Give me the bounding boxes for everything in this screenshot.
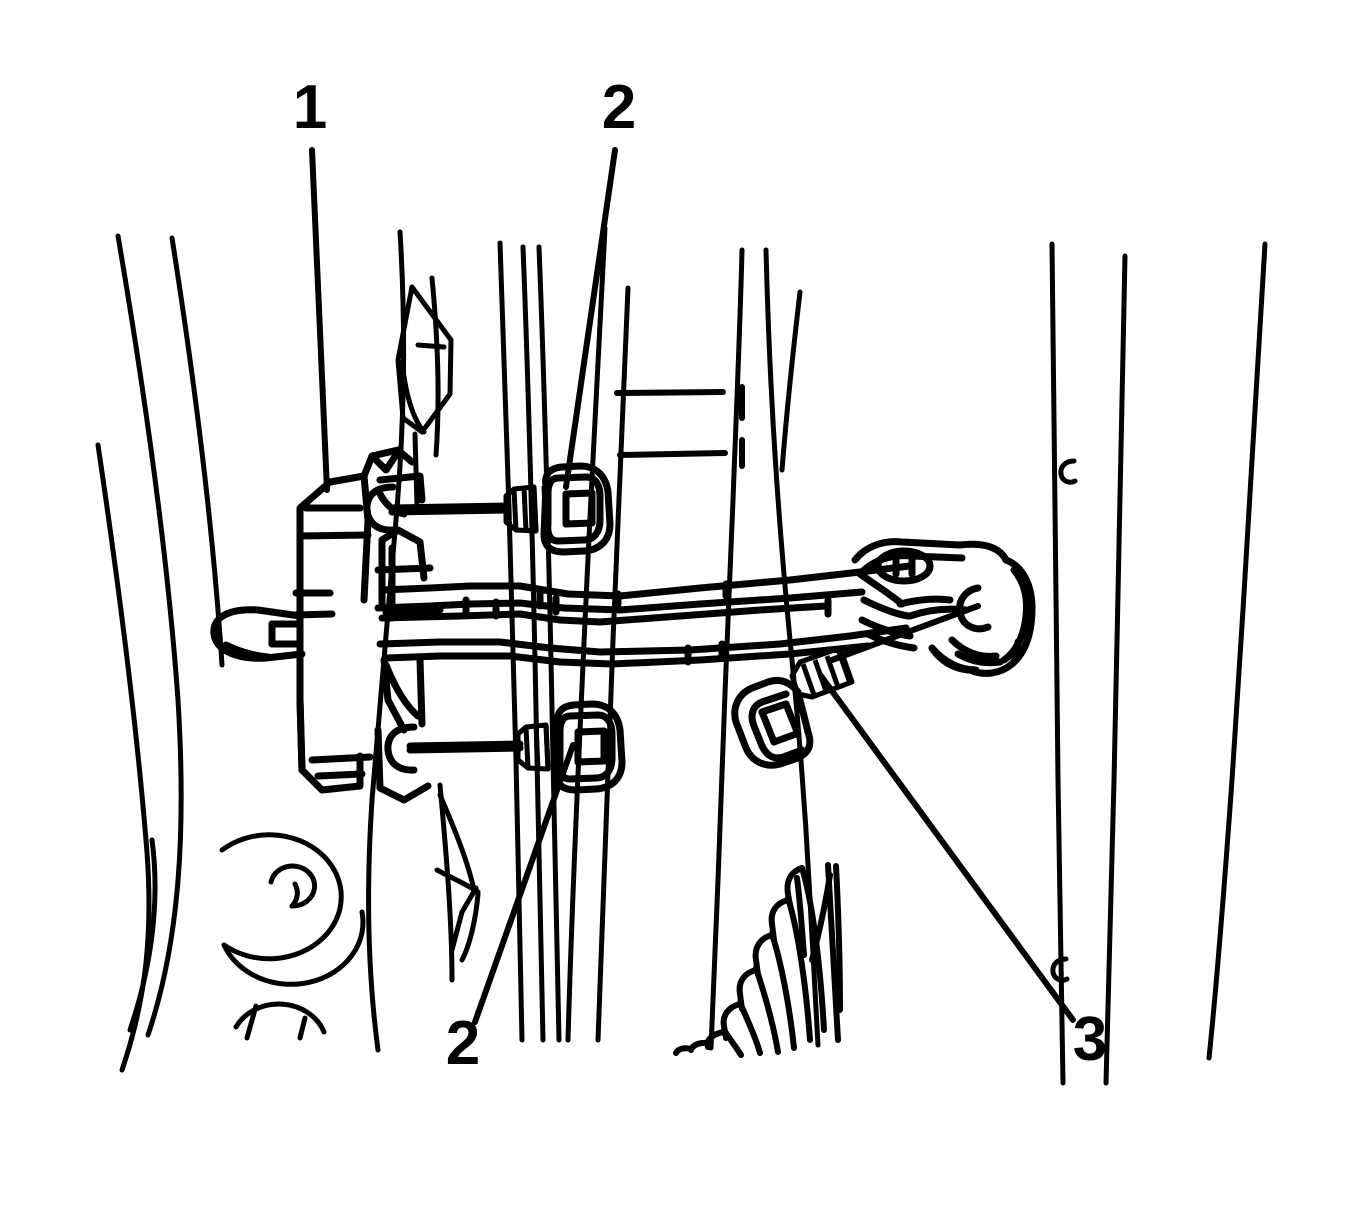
leader-line-2-top xyxy=(563,147,618,490)
door-panel-stamping-upper xyxy=(395,284,454,508)
check-link-mounting-bracket xyxy=(292,446,444,804)
check-link-pivot-bracket xyxy=(851,538,1036,677)
bolt-upper-flange-head xyxy=(540,462,614,556)
bracket-bolt-hole-upper xyxy=(363,483,397,534)
leader-line-1 xyxy=(309,147,330,493)
leader-line-2-bottom xyxy=(472,742,576,1025)
callout-labels: 1 2 2 3 xyxy=(293,73,1107,1078)
callout-label-1: 1 xyxy=(293,73,327,142)
pillar-seam-lines-left xyxy=(497,240,562,1043)
bolt-pivot-flange-head xyxy=(731,676,814,769)
callout-label-3: 3 xyxy=(1073,1005,1107,1074)
bolt-lower-shank xyxy=(406,740,524,754)
callout-leaders xyxy=(309,147,1076,1025)
leader-line-3 xyxy=(818,673,1076,1023)
bolt-pivot xyxy=(731,603,981,769)
callout-label-2-bottom: 2 xyxy=(446,1009,480,1078)
body-clip-mark-lower xyxy=(1050,956,1070,983)
callout-label-2-top: 2 xyxy=(602,73,636,142)
body-clip-mark-upper xyxy=(1058,458,1078,485)
bolt-pivot-shank xyxy=(829,603,981,663)
bolt-lower xyxy=(406,700,626,794)
bolt-upper-shank xyxy=(388,502,512,516)
check-link-arm xyxy=(210,562,914,668)
drain-grommet xyxy=(219,832,366,987)
bracket-bolt-hole-lower xyxy=(384,723,418,774)
bolt-upper xyxy=(388,462,614,556)
pillar-seam-dashes xyxy=(614,384,745,469)
wiring-harness-boot xyxy=(673,862,843,1058)
bolt-lower-flange-head xyxy=(552,700,626,794)
grommet-shadow-arc xyxy=(233,1001,327,1041)
door-panel-stamping-lower xyxy=(434,792,481,963)
